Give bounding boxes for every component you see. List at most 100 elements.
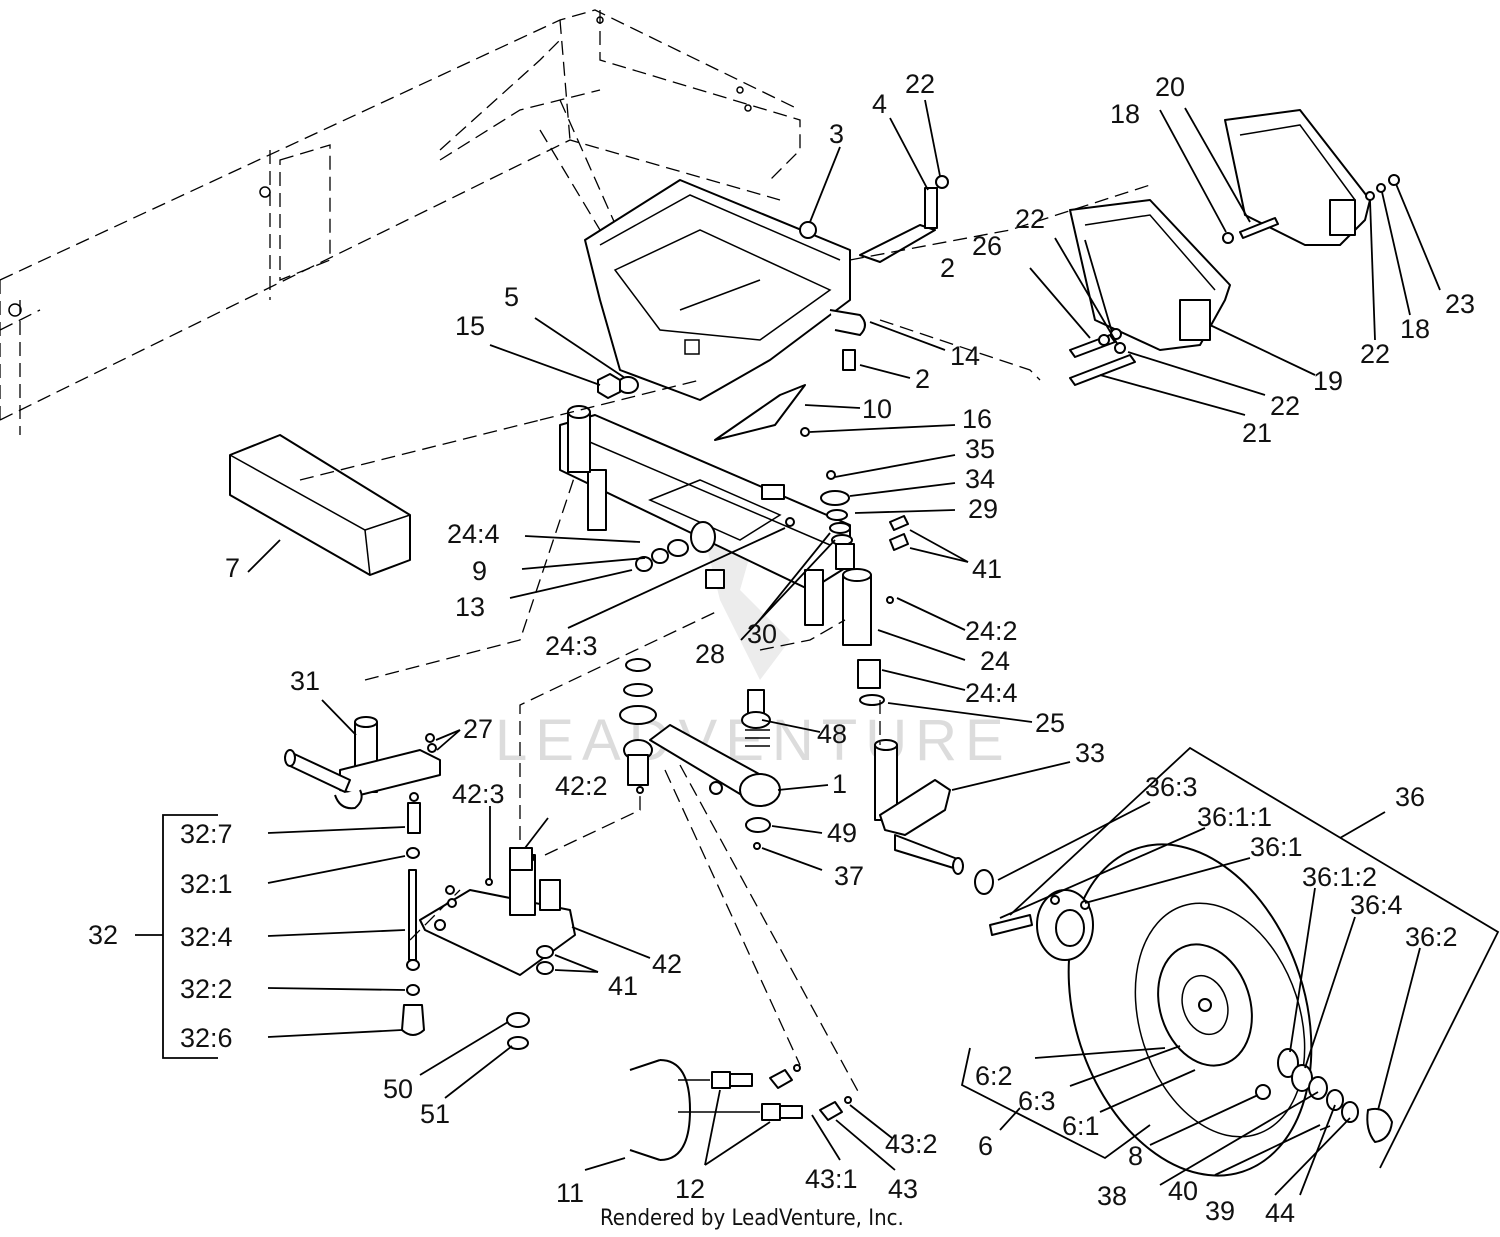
label-32-2: 32:2 [180, 974, 233, 1004]
label-37: 37 [834, 861, 864, 891]
label-11: 11 [556, 1178, 584, 1208]
label-6: 6 [978, 1131, 993, 1161]
nut-15 [597, 373, 621, 399]
label-36: 36 [1395, 782, 1425, 812]
side-weight-7 [229, 434, 411, 576]
callout-labels: 3 4 22 20 18 22 26 2 5 15 14 2 10 16 35 … [88, 69, 1475, 1228]
skid-plate [714, 384, 810, 441]
label-31: 31 [290, 666, 320, 696]
footer-credit: Rendered by LeadVenture, Inc. [600, 1206, 904, 1231]
front-axle-beam [559, 405, 851, 626]
label-10: 10 [862, 394, 892, 424]
label-32-7: 32:7 [180, 819, 233, 849]
label-42: 42 [652, 949, 682, 979]
label-7: 7 [225, 553, 240, 583]
label-5: 5 [504, 282, 519, 312]
label-24-3: 24:3 [545, 631, 598, 661]
label-4: 4 [872, 89, 887, 119]
label-18-top: 18 [1110, 99, 1140, 129]
label-32-6: 32:6 [180, 1023, 233, 1053]
bolt-2-upper [842, 349, 856, 371]
front-weight-19 [1069, 199, 1231, 351]
label-43-2: 43:2 [885, 1129, 938, 1159]
label-42-3: 42:3 [452, 779, 505, 809]
label-24-4-right: 24:4 [965, 678, 1018, 708]
assembly-lines [299, 129, 1151, 1096]
label-6-3: 6:3 [1018, 1086, 1056, 1116]
steering-cylinder [619, 658, 781, 807]
plate-nuts-41 [536, 945, 554, 975]
label-24: 24 [980, 646, 1010, 676]
label-27: 27 [463, 714, 493, 744]
spindle-stack-right [820, 470, 909, 706]
seal-36-3 [974, 869, 994, 895]
label-22-bottom: 22 [1270, 391, 1300, 421]
rear-weight-20 [1224, 109, 1371, 246]
bracket-6 [960, 1047, 1151, 1160]
label-2-mid: 2 [915, 364, 930, 394]
label-44: 44 [1265, 1198, 1295, 1228]
label-6-2: 6:2 [975, 1061, 1013, 1091]
label-8: 8 [1128, 1141, 1143, 1171]
label-13: 13 [455, 592, 485, 622]
label-3: 3 [829, 119, 844, 149]
label-25: 25 [1035, 708, 1065, 738]
tie-rod-32 [401, 792, 425, 1036]
label-32-1: 32:1 [180, 869, 233, 899]
frame-rail [0, 9, 801, 435]
label-30: 30 [747, 619, 777, 649]
label-42-2: 42:2 [555, 771, 608, 801]
label-34: 34 [965, 464, 995, 494]
label-50: 50 [383, 1074, 413, 1104]
label-18-right: 18 [1400, 314, 1430, 344]
label-48: 48 [817, 719, 847, 749]
label-20: 20 [1155, 72, 1185, 102]
label-43: 43 [888, 1174, 918, 1204]
label-14: 14 [950, 341, 980, 371]
zerk-24-3 [785, 517, 795, 527]
bracket-32 [135, 814, 218, 1059]
bushing-24-4-left [635, 539, 689, 572]
pin-37 [753, 842, 761, 850]
label-15: 15 [455, 311, 485, 341]
label-35: 35 [965, 434, 995, 464]
label-6-1: 6:1 [1062, 1111, 1100, 1141]
label-12: 12 [675, 1174, 705, 1204]
label-16: 16 [962, 404, 992, 434]
label-9: 9 [472, 556, 487, 586]
label-28: 28 [695, 639, 725, 669]
label-22-top: 22 [1015, 204, 1045, 234]
label-36-3: 36:3 [1145, 772, 1198, 802]
label-22-right: 22 [1360, 339, 1390, 369]
nut-3 [799, 221, 817, 239]
front-wheel [1067, 843, 1313, 1177]
wheel-bearings [1255, 1048, 1393, 1143]
wheel-hub [989, 889, 1094, 961]
nut-17 [935, 175, 949, 189]
label-23: 23 [1445, 289, 1475, 319]
label-36-1-1: 36:1:1 [1197, 802, 1272, 832]
hydraulic-fittings-12-43 [678, 1064, 852, 1121]
label-39: 39 [1205, 1196, 1235, 1226]
label-36-4: 36:4 [1350, 890, 1403, 920]
label-21: 21 [1242, 418, 1272, 448]
label-41-left: 41 [608, 971, 638, 1001]
spindle-31 [284, 716, 441, 810]
label-1: 1 [832, 769, 847, 799]
label-38: 38 [1097, 1181, 1127, 1211]
label-24-2: 24:2 [965, 616, 1018, 646]
label-43-1: 43:1 [805, 1164, 858, 1194]
label-36-1-2: 36:1:2 [1302, 862, 1377, 892]
axle-mount-bracket [584, 179, 866, 401]
label-32-4: 32:4 [180, 922, 233, 952]
label-36-1: 36:1 [1250, 832, 1303, 862]
weight-hardware [1069, 174, 1400, 386]
label-36-2: 36:2 [1405, 922, 1458, 952]
label-32: 32 [88, 920, 118, 950]
label-40: 40 [1168, 1176, 1198, 1206]
label-33: 33 [1075, 738, 1105, 768]
label-26: 26 [972, 231, 1002, 261]
hydraulic-tank-11 [629, 1059, 691, 1161]
leader-lines [247, 99, 1441, 1196]
